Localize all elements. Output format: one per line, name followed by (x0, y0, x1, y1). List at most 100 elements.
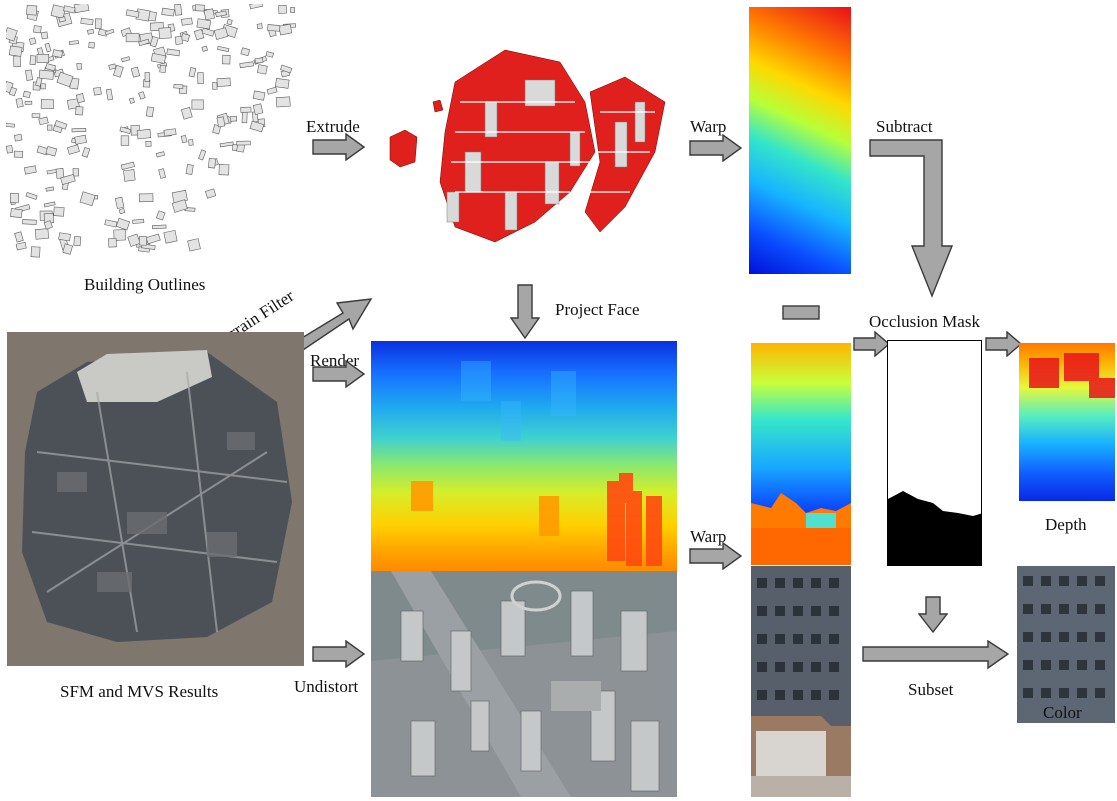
building-footprint (239, 61, 254, 69)
building-footprint (193, 28, 205, 41)
building-footprint (174, 4, 183, 16)
building-footprint (6, 145, 14, 154)
building-footprint (203, 8, 215, 21)
building-footprint (40, 31, 49, 40)
building-footprint (52, 49, 64, 59)
building-footprint (31, 113, 41, 118)
building-footprint (275, 96, 291, 108)
subset-label: Subset (908, 680, 954, 699)
building-footprint (267, 24, 281, 32)
building-footprint (13, 150, 24, 158)
building-footprint (249, 4, 263, 10)
building-footprint (40, 83, 46, 90)
building-footprint (93, 86, 102, 96)
building-footprint (187, 238, 201, 252)
building-footprint (108, 237, 117, 248)
rendered-depth-image (371, 341, 677, 571)
building-footprint (161, 7, 175, 17)
building-footprint (150, 52, 167, 64)
building-footprint (60, 173, 76, 186)
aerial-photo-image (371, 571, 677, 797)
sfm-mvs-results-image (7, 332, 304, 666)
building-outlines-label: Building Outlines (84, 275, 206, 294)
building-footprint (118, 208, 126, 215)
building-footprint (155, 210, 166, 221)
building-footprint (22, 219, 37, 225)
building-footprint (215, 10, 227, 18)
building-footprint (113, 229, 126, 241)
building-footprint (138, 236, 148, 246)
building-footprint (72, 168, 80, 177)
building-footprint (47, 124, 53, 131)
building-footprint (197, 72, 204, 85)
warped-model-depth-image (749, 7, 851, 274)
building-footprint (128, 97, 135, 104)
building-footprint (68, 40, 79, 45)
building-footprint (208, 157, 216, 169)
building-footprint (205, 188, 217, 199)
building-footprint (158, 168, 166, 179)
building-footprint (14, 231, 24, 243)
building-footprint (198, 149, 207, 161)
extrude-arrow (312, 133, 366, 161)
project-face-arrow (510, 284, 540, 340)
building-footprint (149, 36, 159, 48)
building-footprint (40, 99, 54, 110)
occlusion-mask-image (887, 340, 982, 566)
building-footprint (275, 78, 290, 89)
building-footprint (265, 51, 274, 58)
building-footprint (229, 115, 238, 122)
building-footprint (130, 66, 141, 78)
building-footprint (9, 192, 19, 204)
building-footprint (50, 4, 66, 19)
building-footprint (151, 224, 167, 230)
building-footprint (33, 25, 42, 34)
building-footprint (6, 27, 18, 42)
building-footprint (30, 246, 41, 258)
building-footprint (73, 4, 90, 14)
building-footprint (257, 64, 268, 75)
building-footprint (114, 196, 125, 209)
building-footprint (266, 86, 278, 95)
building-footprint (67, 144, 80, 155)
building-footprint (15, 97, 24, 108)
building-footprint (104, 219, 118, 228)
building-footprint (125, 9, 140, 18)
building-footprint (74, 134, 87, 145)
building-footprint (136, 128, 152, 140)
building-footprint (138, 91, 146, 100)
building-footprint (236, 140, 251, 146)
building-footprint (56, 71, 74, 88)
building-footprint (53, 206, 65, 217)
building-footprint (158, 27, 172, 39)
building-footprint (105, 88, 114, 101)
building-footprint (34, 228, 50, 240)
building-footprint (216, 116, 226, 128)
building-footprint (185, 164, 194, 175)
building-footprint (290, 7, 296, 13)
building-footprint (23, 165, 37, 175)
building-footprint (138, 38, 150, 47)
building-footprint (138, 193, 154, 203)
warped-rendered-depth-image (751, 343, 851, 565)
minus-sign (782, 305, 820, 320)
building-footprint (280, 64, 293, 74)
building-footprint (163, 229, 178, 244)
building-footprint (249, 120, 265, 133)
subtract-label: Subtract (876, 117, 933, 136)
building-footprint (121, 56, 131, 63)
project-face-label: Project Face (555, 300, 640, 319)
building-footprint (38, 116, 49, 126)
building-footprint (173, 83, 184, 89)
building-footprint (25, 69, 34, 81)
building-footprint (108, 63, 117, 70)
sfm-mvs-label: SFM and MVS Results (60, 682, 219, 701)
warp-mid-arrow (689, 542, 743, 570)
building-footprint (10, 208, 23, 219)
building-footprint (181, 17, 193, 26)
building-footprint (166, 48, 181, 57)
building-footprint (213, 27, 229, 40)
building-footprint (212, 81, 218, 90)
building-footprint (159, 64, 167, 73)
building-footprint (75, 93, 85, 104)
